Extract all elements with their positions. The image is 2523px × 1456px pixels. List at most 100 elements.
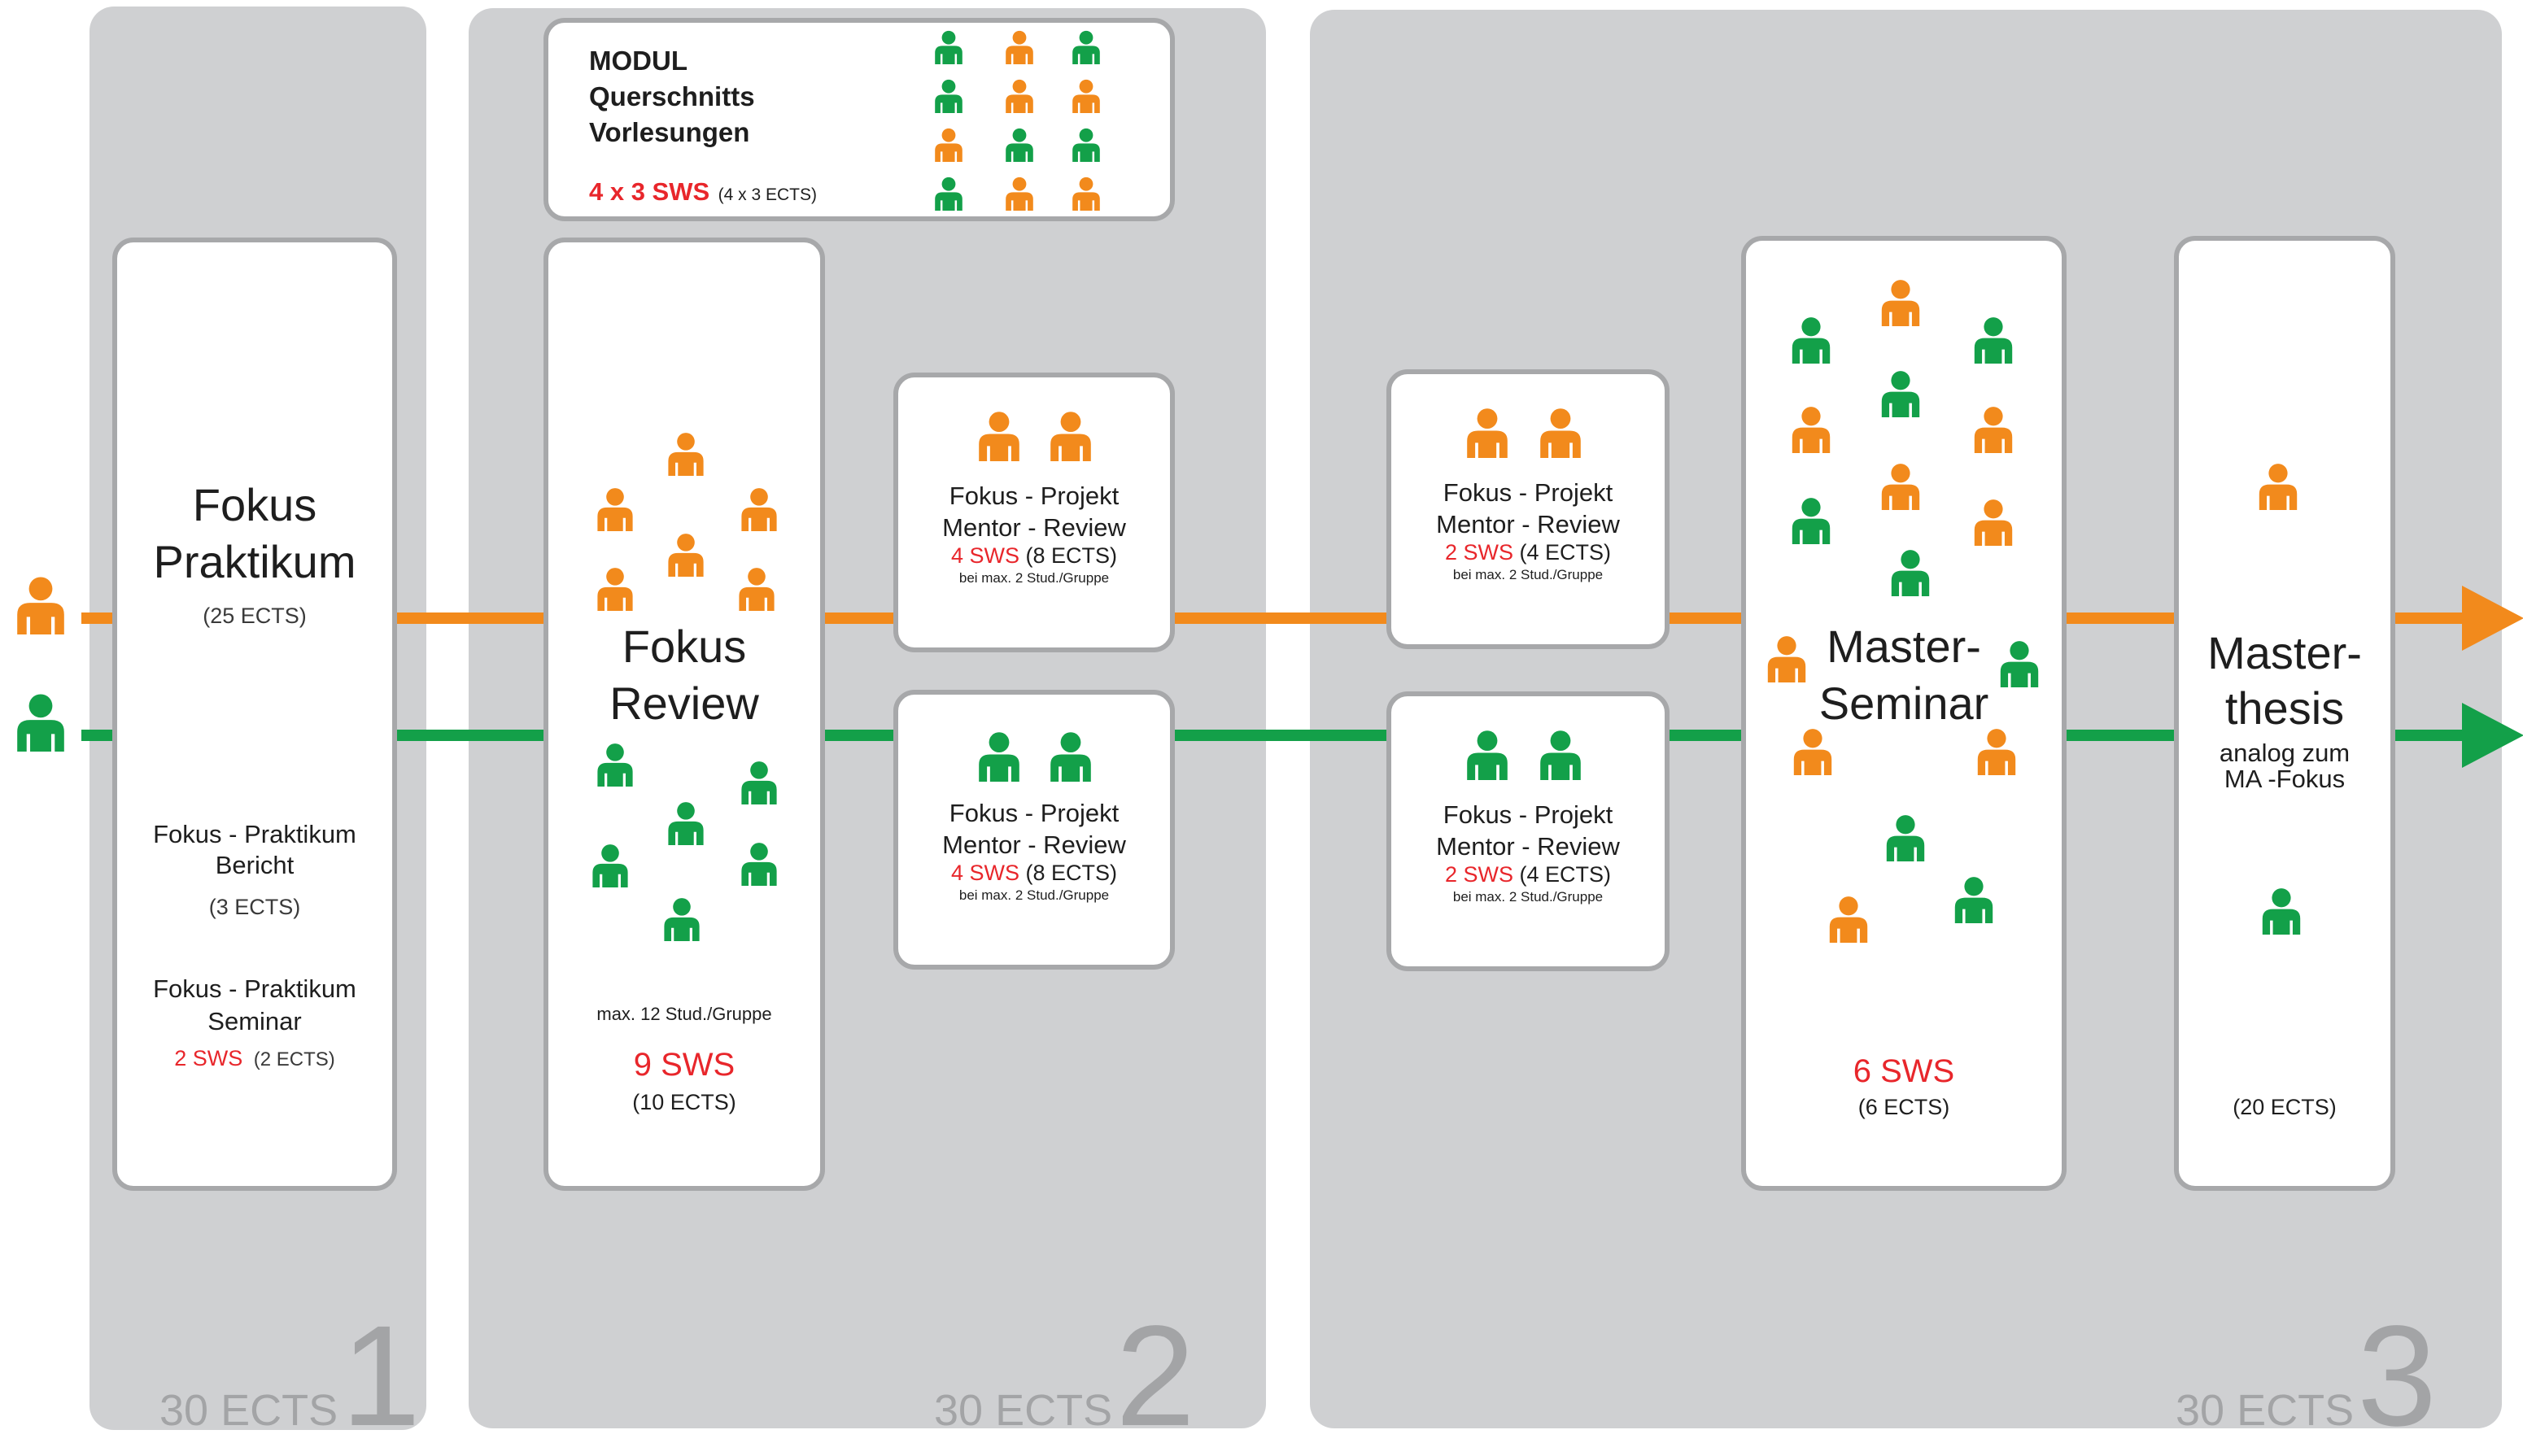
master-seminar-sws: 6 SWS	[1853, 1053, 1955, 1089]
fokus-review-sws: 9 SWS	[633, 1047, 736, 1083]
green-person-icon	[741, 761, 777, 804]
mentor-s3-2-line2: Mentor - Review	[1436, 832, 1620, 861]
orange-person-icon	[1006, 30, 1033, 64]
green-person-icon	[592, 844, 628, 887]
mentor-s3-1-line2: Mentor - Review	[1436, 510, 1620, 538]
orange-track-line	[2395, 612, 2465, 624]
green-person-icon	[935, 177, 962, 211]
mentor-box-s3-orange	[1386, 369, 1670, 649]
orange-person-icon	[597, 568, 633, 611]
orange-person-icon	[1050, 412, 1091, 461]
green-person-icon	[1886, 815, 1925, 861]
fokus-review-title-1: Fokus	[622, 621, 747, 672]
mentor-s2-1-note: bei max. 2 Stud./Gruppe	[958, 570, 1110, 586]
green-person-icon	[1792, 317, 1831, 364]
orange-person-icon	[1974, 499, 2013, 546]
master-thesis-title-2: thesis	[2224, 682, 2345, 734]
orange-person-icon	[979, 412, 1019, 461]
mentor-s2-2-note: bei max. 2 Stud./Gruppe	[958, 887, 1110, 903]
modul-title-3: Vorlesungen	[589, 117, 750, 147]
green-person-icon	[2262, 888, 2301, 935]
mentor-s2-2-line2: Mentor - Review	[942, 830, 1126, 859]
mentor-s2-2-line1: Fokus - Projekt	[949, 799, 1120, 827]
mentor-s3-2-line1: Fokus - Projekt	[1443, 800, 1613, 829]
praktikum-bericht-2: Bericht	[215, 851, 295, 879]
orange-person-icon	[1793, 729, 1832, 775]
master-thesis-box	[2174, 236, 2395, 1191]
orange-person-icon	[935, 128, 962, 162]
mentor-s3-1-note: bei max. 2 Stud./Gruppe	[1452, 567, 1604, 582]
mentor-s3-2-note: bei max. 2 Stud./Gruppe	[1452, 889, 1604, 905]
green-track-line	[2395, 730, 2465, 741]
green-track-line	[1175, 730, 1386, 741]
orange-person-icon	[1006, 177, 1033, 211]
orange-person-icon	[1881, 280, 1920, 326]
mentor-s3-2-sws: 2 SWS	[1444, 862, 1513, 887]
green-arrow-head	[2462, 703, 2523, 768]
praktikum-ects: (25 ECTS)	[203, 604, 307, 628]
green-track-line	[1670, 730, 1741, 741]
orange-person-icon	[668, 534, 704, 577]
mentor-box-s2-green	[893, 690, 1175, 970]
mentor-s3-1-ects: (4 ECTS)	[1519, 540, 1612, 565]
orange-track-line	[1175, 612, 1386, 624]
fokus-review-title-2: Review	[609, 678, 759, 729]
orange-person-icon	[1072, 79, 1100, 113]
praktikum-seminar-sws: 2 SWS	[174, 1046, 243, 1070]
green-person-icon	[1891, 550, 1930, 596]
master-seminar-title-2: Seminar	[1818, 678, 1989, 729]
green-person-icon	[664, 898, 700, 941]
mentor-box-s3-green	[1386, 691, 1670, 971]
orange-arrow-head	[2462, 586, 2523, 651]
orange-track-line	[1670, 612, 1741, 624]
master-thesis-sub-1: analog zum	[2219, 739, 2351, 767]
orange-person-icon	[2259, 464, 2298, 510]
green-track-line	[2067, 730, 2174, 741]
orange-person-icon	[1977, 729, 2016, 775]
semester-1-number: 1	[341, 1297, 421, 1456]
praktikum-seminar-2: Seminar	[207, 1007, 302, 1035]
green-track-line	[81, 730, 114, 741]
green-person-icon	[2000, 641, 2039, 687]
green-person-icon	[741, 843, 777, 886]
orange-person-icon	[741, 488, 777, 531]
praktikum-box	[112, 238, 397, 1191]
green-person-icon	[1467, 730, 1508, 780]
green-track-line	[397, 730, 543, 741]
green-track-line	[825, 730, 893, 741]
praktikum-seminar-1: Fokus - Praktikum	[153, 974, 356, 1003]
master-thesis-sub-2: MA -Fokus	[2224, 765, 2346, 793]
mentor-s2-1-line1: Fokus - Projekt	[949, 482, 1120, 510]
green-person-icon	[935, 79, 962, 113]
praktikum-bericht-ects: (3 ECTS)	[208, 895, 301, 919]
modul-ects: (4 x 3 ECTS)	[718, 185, 817, 204]
mentor-s2-1-sws: 4 SWS	[950, 543, 1019, 568]
mentor-s2-2-ects: (8 ECTS)	[1025, 861, 1118, 885]
semester-3-ects: 30 ECTS	[2176, 1386, 2355, 1435]
orange-person-icon	[1767, 636, 1806, 682]
orange-person-icon	[1006, 79, 1033, 113]
master-thesis-title-1: Master-	[2207, 627, 2362, 678]
orange-person-icon	[1829, 896, 1868, 943]
orange-person-icon	[1792, 407, 1831, 453]
orange-track-line	[2067, 612, 2174, 624]
modul-box: MODUL Querschnitts Vorlesungen 4 x 3 SWS…	[543, 18, 1175, 221]
orange-track-line	[81, 612, 114, 624]
green-person-icon	[1792, 498, 1831, 544]
orange-track-line	[825, 612, 893, 624]
mentor-s3-2-ects: (4 ECTS)	[1519, 862, 1612, 887]
mentor-s2-1-line2: Mentor - Review	[942, 513, 1126, 542]
master-seminar-ects: (6 ECTS)	[1857, 1095, 1950, 1119]
green-person-icon	[17, 694, 64, 752]
semester-3-number: 3	[2357, 1297, 2437, 1456]
fokus-review-box	[543, 238, 825, 1191]
green-person-icon	[1954, 877, 1993, 923]
praktikum-title-2: Praktikum	[153, 536, 356, 587]
orange-person-icon	[1540, 408, 1581, 458]
semester-2-number: 2	[1115, 1297, 1195, 1456]
master-seminar-title-1: Master-	[1827, 621, 1981, 672]
green-person-icon	[1072, 30, 1100, 64]
green-person-icon	[1540, 730, 1581, 780]
green-person-icon	[935, 30, 962, 64]
mentor-box-s2-orange	[893, 373, 1175, 652]
